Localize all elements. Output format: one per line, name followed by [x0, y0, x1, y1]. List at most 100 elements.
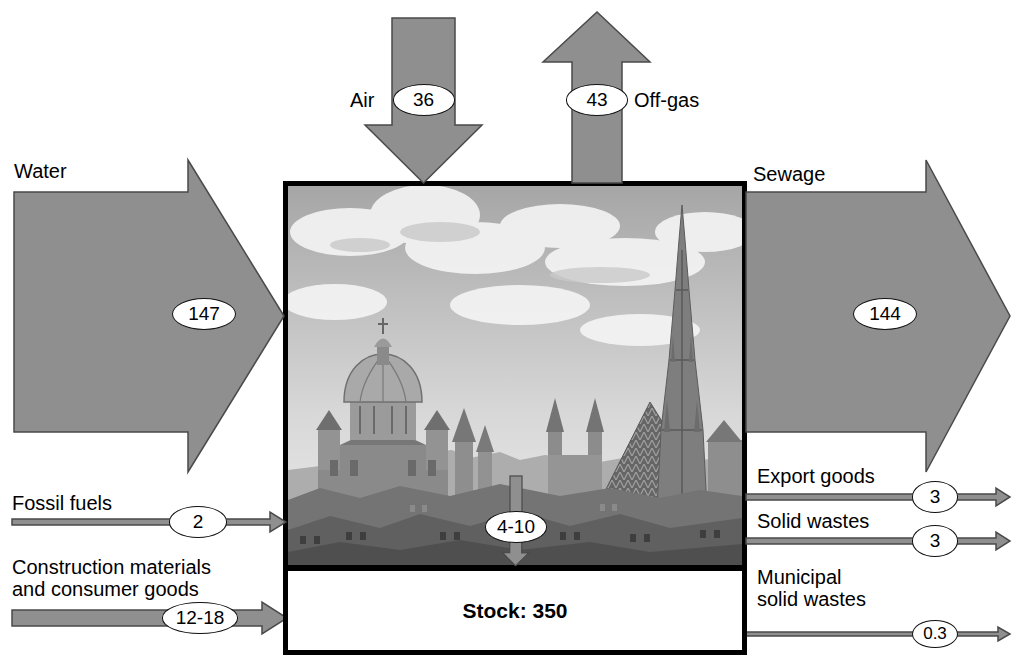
- flow-value-ellipse: 144: [853, 298, 917, 330]
- dome-church-part: [350, 400, 416, 440]
- cathedral-part-part: [671, 335, 675, 362]
- foreground-roofs-part-part: [700, 530, 706, 538]
- foreground-roofs-part-part: [574, 532, 580, 540]
- foreground-roofs-part-part: [440, 532, 446, 540]
- clouds-part: [288, 284, 387, 320]
- foreground-roofs-part: [288, 512, 742, 568]
- cathedral-part-part: [689, 335, 693, 362]
- stock-box: Stock: 350: [283, 566, 747, 655]
- small-spires-part: [586, 398, 604, 432]
- clouds-part: [655, 212, 742, 252]
- dome-church-part: [330, 460, 436, 476]
- node-text: 147: [188, 304, 220, 325]
- dome-church-part-part: [359, 406, 361, 434]
- foreground-roofs-part-part: [360, 532, 366, 540]
- foreground-roofs-part-part: [560, 532, 566, 540]
- node-text: 144: [869, 304, 901, 325]
- flow-value-ellipse: 3: [912, 481, 958, 512]
- cathedral-part: [706, 420, 742, 442]
- foreground-roofs-part-part: [630, 534, 636, 542]
- solid-wastes-arrow: [746, 532, 1010, 550]
- foreground-roofs-part-part: [410, 505, 415, 512]
- city-photo-part: [330, 222, 650, 283]
- cathedral-part-part: [681, 250, 683, 520]
- dome-church-part-part: [373, 406, 375, 434]
- node-text: 4-10: [497, 517, 535, 538]
- flow-value-ellipse: 2: [169, 506, 227, 537]
- export-arrow: [746, 488, 1010, 506]
- cathedral-part: [662, 250, 702, 520]
- dome-church-part: [424, 410, 450, 430]
- flow-arrow: [503, 539, 529, 566]
- flow-value-ellipse: 147: [172, 298, 236, 330]
- city-photo: [288, 186, 742, 568]
- dome-church-part-part: [408, 460, 416, 476]
- off-gas-arrow: [543, 12, 650, 183]
- cathedral-part: [656, 205, 708, 530]
- dome-church-part: [377, 345, 389, 365]
- flow-label: Fossil fuels: [12, 492, 112, 514]
- foreground-roofs-part-part: [314, 536, 320, 544]
- flow-value-ellipse: 0.3: [912, 620, 958, 648]
- city-frame: [286, 184, 745, 568]
- foreground-roofs-part-part: [600, 504, 605, 511]
- flow-label: Solid wastes: [757, 510, 869, 532]
- dome-church-part-part: [405, 406, 407, 434]
- cathedral-part-part: [664, 400, 670, 432]
- node-text: 2: [193, 512, 204, 533]
- dome-church-part: [316, 410, 342, 430]
- water-arrow: [14, 160, 284, 472]
- foreground-roofs-part-part: [346, 532, 352, 540]
- flow-label: Export goods: [757, 465, 875, 487]
- foreground-roofs-part-part: [714, 530, 720, 538]
- construction-arrow: [12, 602, 287, 634]
- dome-church-part: [374, 339, 392, 348]
- clouds-part: [370, 186, 480, 245]
- node-text: Stock: 350: [462, 599, 567, 622]
- city-photo-part-part: [550, 267, 650, 283]
- foreground-roofs-part-part: [422, 505, 427, 512]
- flow-value-ellipse: 3: [912, 525, 958, 556]
- flow-label: Sewage: [753, 163, 825, 185]
- flow-label: Construction materials and consumer good…: [12, 556, 247, 600]
- dome-church-part-part: [350, 460, 358, 476]
- dome-church-part: [382, 318, 384, 334]
- flow-arrows: [12, 12, 1010, 641]
- dome-church-part-part: [428, 460, 436, 476]
- flow-value-ellipse: 43: [566, 84, 628, 115]
- flow-label: Off-gas: [634, 89, 699, 111]
- municipal-wastes-arrow: [746, 627, 1010, 641]
- cathedral-part-part: [694, 400, 700, 432]
- dome-church-part-part: [391, 406, 393, 434]
- node-text: 3: [930, 487, 941, 508]
- city-photo-part-part: [400, 222, 480, 242]
- small-spires-part: [452, 408, 476, 442]
- sewage-arrow: [746, 160, 1010, 472]
- foreground-roofs-part: [288, 540, 742, 568]
- node-text: 3: [930, 531, 941, 552]
- flow-label: Municipal solid wastes: [757, 566, 882, 610]
- fossil-fuels-arrow: [12, 512, 286, 532]
- flow-value-ellipse: 12-18: [162, 602, 237, 633]
- foreground-roofs-part-part: [454, 532, 460, 540]
- foreground-roofs-part-part: [612, 504, 617, 511]
- node-text: 36: [413, 90, 434, 111]
- node-text: 43: [586, 90, 607, 111]
- foreground-roofs-part-part: [644, 534, 650, 542]
- dome-church-part: [378, 323, 388, 325]
- small-spires-part: [476, 425, 494, 452]
- cathedral-part: [664, 335, 700, 432]
- flow-value-ellipse: 36: [393, 84, 455, 115]
- clouds-part: [450, 285, 590, 325]
- flow-value-ellipse: 4-10: [485, 511, 546, 542]
- flow-label: Water: [14, 160, 67, 182]
- node-text: 0.3: [923, 625, 947, 644]
- city-photo-part-part: [330, 238, 390, 252]
- foreground-roofs-part-part: [300, 536, 306, 544]
- small-spires-part: [546, 398, 564, 432]
- dome-church-part-part: [330, 460, 338, 476]
- small-spires-part: [455, 440, 473, 500]
- node-text: 12-18: [176, 608, 225, 629]
- flow-label: Air: [350, 89, 374, 111]
